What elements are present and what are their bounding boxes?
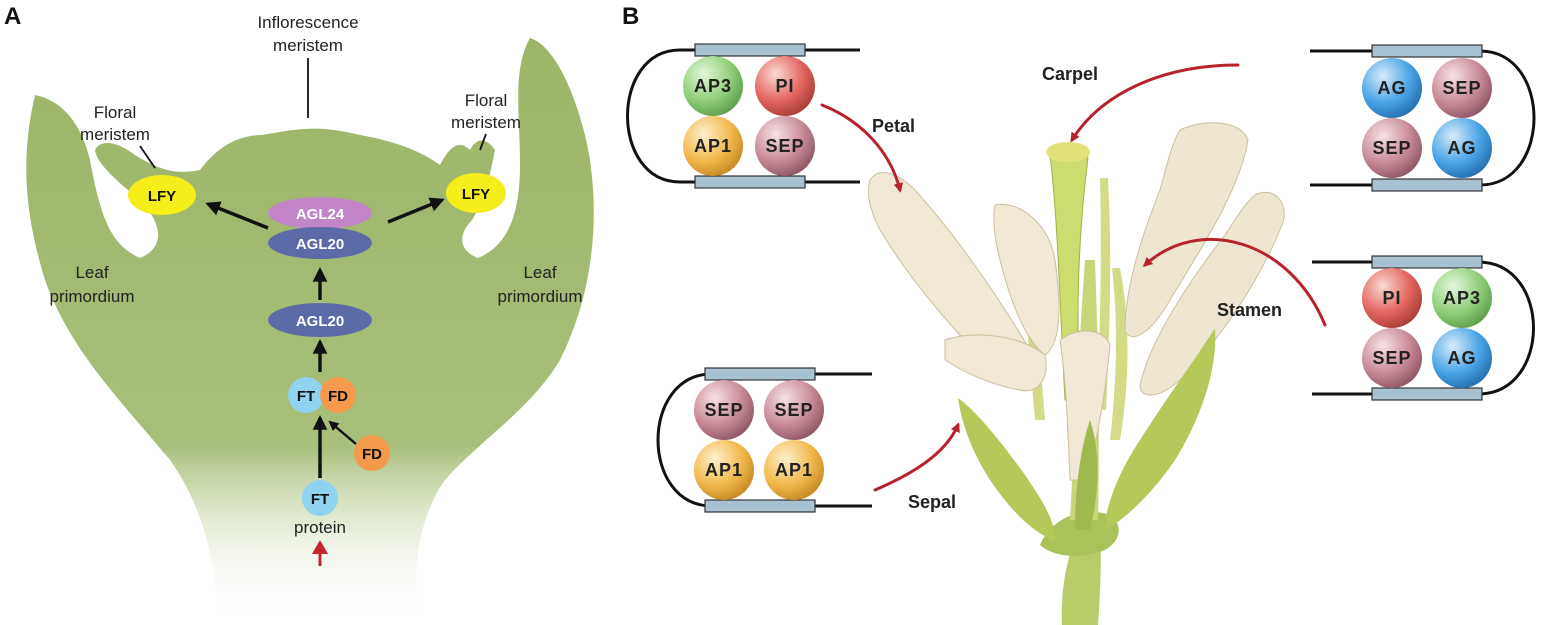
node-agl24: AGL24 [268,197,372,229]
sepal-label: Sepal [908,492,956,512]
lfy-right-label: LFY [462,186,490,203]
complex-sepal-text-3: AP1 [705,460,743,480]
floral-right-label-1: Floral [465,91,508,110]
complex-petal-text-3: AP1 [694,136,732,156]
complex-carpel-text-4: AG [1448,138,1477,158]
complex-stamen-dna [1312,260,1535,396]
complex-petal-ball-4 [755,116,815,176]
carpel-arrow [1070,63,1240,143]
fd-top-label: FD [328,388,348,405]
complex-stamen-text-3: SEP [1372,348,1411,368]
complex-petal-ball-2 [755,56,815,116]
complex-petal-ball-3 [683,116,743,176]
node-agl20-top: AGL20 [268,227,372,259]
complex-carpel: AG SEP SEP AG [1310,44,1536,192]
panel-a-letter: A [4,3,21,30]
sepal-arrow [873,422,960,492]
complex-petal-text-4: SEP [765,136,804,156]
complex-sepal-ball-2 [764,380,824,440]
leaf-left-label-1: Leaf [75,263,108,282]
stamen-arrow [1142,237,1327,327]
arrow-to-lfy-left [205,201,269,230]
complex-sepal-cap-bottom [704,499,816,513]
complex-stamen-ball-1 [1362,268,1422,328]
complex-sepal-dna [656,372,872,508]
complex-sepal-ball-1 [694,380,754,440]
complex-carpel-text-3: SEP [1372,138,1411,158]
agl20-mid-label: AGL20 [296,313,344,330]
node-ft-bottom: FT [302,480,338,516]
complex-carpel-ball-3 [1362,118,1422,178]
agl20-top-label: AGL20 [296,236,344,253]
complex-sepal-ball-3 [694,440,754,500]
complex-petal-cap-top [694,43,806,57]
complex-stamen: PI AP3 SEP AG [1312,255,1535,401]
ft-top-label: FT [297,388,315,405]
red-input-arrow [312,540,328,566]
complex-sepal-text-4: AP1 [775,460,813,480]
signal-arrows [205,197,445,478]
fd-side-label: FD [362,446,382,463]
complex-stamen-ball-4 [1432,328,1492,388]
complex-stamen-ball-2 [1432,268,1492,328]
node-lfy-left: LFY [128,175,196,215]
complex-petal-text-2: PI [775,76,794,96]
stamen-label: Stamen [1217,300,1282,320]
complex-sepal-ball-4 [764,440,824,500]
complex-carpel-cap-bottom [1371,178,1483,192]
agl24-label: AGL24 [296,206,345,223]
complex-carpel-cap-top [1371,44,1483,58]
flower-illustration [867,122,1285,625]
complex-petal-text-1: AP3 [694,76,732,96]
carpel-label: Carpel [1042,64,1098,84]
node-fd-top: FD [320,377,356,413]
floral-right-pointer [479,133,487,151]
leaf-right-label-2: primordium [497,287,582,306]
floral-left-pointer [139,145,156,169]
protein-label: protein [294,518,346,537]
node-ft-top: FT [288,377,324,413]
complex-stamen-text-1: PI [1382,288,1401,308]
petal-arrow [820,103,904,193]
panel-b-letter: B [622,3,639,30]
complex-stamen-cap-top [1371,255,1483,269]
leaf-left-label-2: primordium [49,287,134,306]
complex-sepal-text-1: SEP [704,400,743,420]
inflorescence-label-1: Inflorescence [257,13,358,32]
complex-stamen-text-4: AG [1448,348,1477,368]
complex-petal-ball-1 [683,56,743,116]
leaf-right-label-1: Leaf [523,263,556,282]
node-fd-side: FD [354,435,390,471]
node-agl20-mid: AGL20 [268,303,372,337]
arrow-to-lfy-right [387,197,445,224]
lfy-left-label: LFY [148,188,176,205]
complex-carpel-ball-1 [1362,58,1422,118]
complex-carpel-ball-2 [1432,58,1492,118]
complex-carpel-dna [1310,49,1536,187]
floral-left-label-2: meristem [80,125,150,144]
ft-bottom-label: FT [311,491,329,508]
floral-left-label-1: Floral [94,103,137,122]
petal-label: Petal [872,116,915,136]
complex-carpel-ball-4 [1432,118,1492,178]
complex-petal-dna [626,48,860,184]
complex-carpel-text-1: AG [1378,78,1407,98]
organ-arrows [820,63,1327,492]
node-lfy-right: LFY [446,173,506,213]
complex-carpel-text-2: SEP [1442,78,1481,98]
arrow-fd-in [328,420,357,445]
complex-stamen-text-2: AP3 [1443,288,1481,308]
complex-sepal-cap-top [704,367,816,381]
complex-stamen-cap-bottom [1371,387,1483,401]
complex-stamen-ball-3 [1362,328,1422,388]
complex-sepal-text-2: SEP [774,400,813,420]
complex-petal-cap-bottom [694,175,806,189]
inflorescence-label-2: meristem [273,36,343,55]
complex-sepal: SEP SEP AP1 AP1 [656,367,872,513]
floral-right-label-2: meristem [451,113,521,132]
complex-petal: AP3 PI AP1 SEP [626,43,860,189]
